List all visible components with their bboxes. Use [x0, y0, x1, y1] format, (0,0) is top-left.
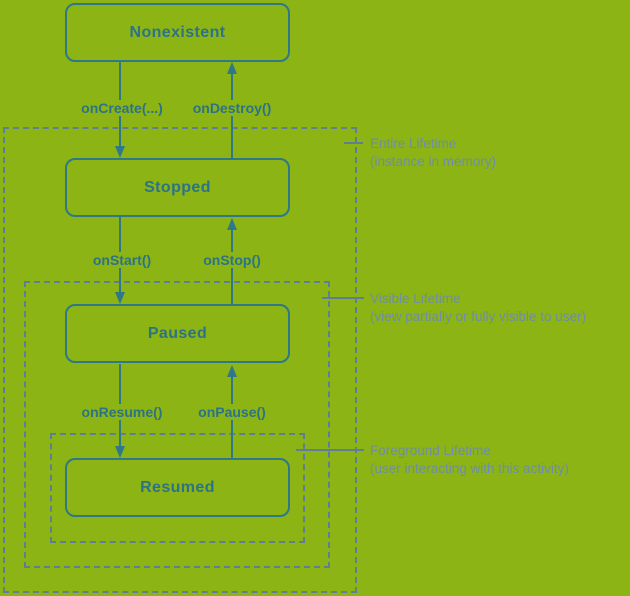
- state-nonexistent-label: Nonexistent: [129, 23, 226, 41]
- onpause-arrowhead-up-icon: [227, 365, 237, 377]
- visible-lifetime-subtitle: (view partially or fully visible to user…: [370, 309, 587, 324]
- state-nonexistent: Nonexistent: [65, 3, 290, 62]
- state-paused-label: Paused: [147, 324, 208, 342]
- state-resumed-label: Resumed: [140, 478, 215, 496]
- state-stopped-label: Stopped: [144, 178, 211, 196]
- visible-lifetime-region: [24, 281, 330, 568]
- entire-lifetime-subtitle: (instance in memory): [370, 154, 497, 169]
- entire-lifetime-connector-line: [344, 142, 363, 144]
- transition-label-ondestroy: onDestroy(): [189, 100, 275, 116]
- transition-label-onpause: onPause(): [195, 404, 269, 420]
- transition-label-onstart: onStart(): [89, 252, 155, 268]
- state-resumed: Resumed: [65, 458, 290, 517]
- visible-lifetime-annotation: Visible Lifetime (view partially or full…: [370, 290, 586, 326]
- ondestroy-arrowhead-up-icon: [227, 62, 237, 74]
- entire-lifetime-annotation: Entire Lifetime (instance in memory): [370, 135, 496, 171]
- onstart-arrowhead-down-icon: [115, 292, 125, 304]
- ondestroy-arrow-line: [231, 74, 233, 158]
- visible-lifetime-connector-line: [322, 297, 364, 299]
- transition-label-onstop: onStop(): [200, 252, 264, 268]
- entire-lifetime-region: [3, 127, 357, 593]
- onstop-arrowhead-up-icon: [227, 218, 237, 230]
- oncreate-arrowhead-down-icon: [115, 146, 125, 158]
- foreground-lifetime-title: Foreground Lifetime: [370, 443, 491, 458]
- foreground-lifetime-subtitle: (user interacting with this activity): [370, 461, 569, 476]
- foreground-lifetime-region: [50, 433, 305, 543]
- visible-lifetime-title: Visible Lifetime: [370, 291, 461, 306]
- foreground-lifetime-annotation: Foreground Lifetime (user interacting wi…: [370, 442, 569, 478]
- transition-label-onresume: onResume(): [78, 404, 166, 420]
- transition-label-oncreate: onCreate(...): [78, 100, 166, 116]
- foreground-lifetime-connector-line: [296, 449, 364, 451]
- onresume-arrowhead-down-icon: [115, 446, 125, 458]
- state-paused: Paused: [65, 304, 290, 363]
- entire-lifetime-title: Entire Lifetime: [370, 136, 457, 151]
- state-stopped: Stopped: [65, 158, 290, 217]
